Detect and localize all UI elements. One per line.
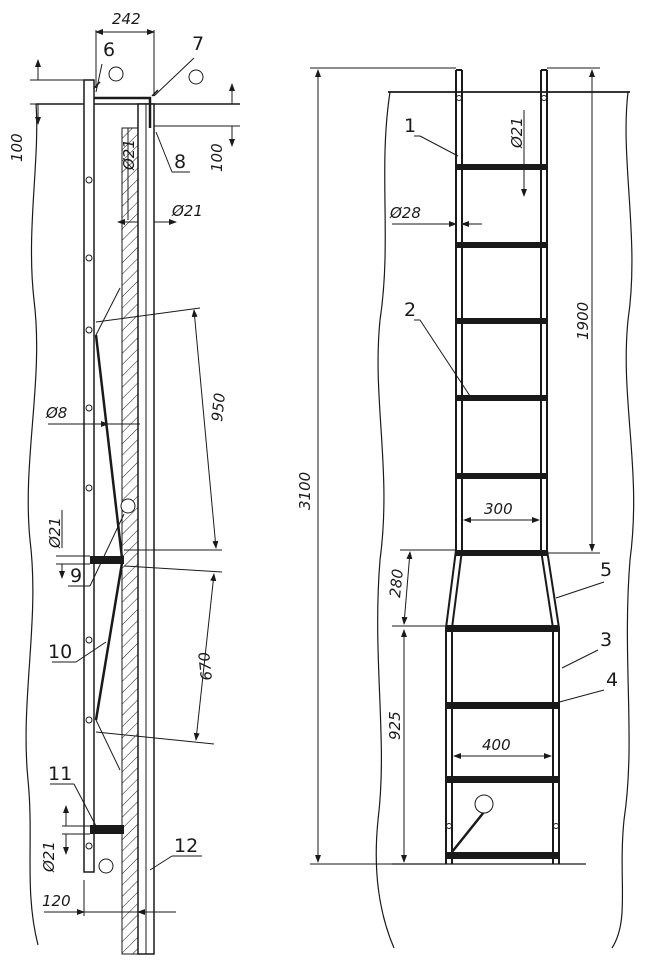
upper-brace bbox=[94, 334, 124, 559]
left-rail bbox=[445, 70, 463, 864]
dim-dia-21-rung: Ø21 bbox=[46, 517, 64, 549]
middle-rung bbox=[90, 556, 124, 564]
detail-circle-bottom bbox=[474, 794, 494, 814]
dim-100-left: 100 bbox=[8, 133, 26, 162]
rivets bbox=[85, 176, 93, 850]
dim-280: 280 bbox=[386, 568, 407, 598]
dim-925: 925 bbox=[386, 711, 404, 740]
side-view: 242 100 100 Ø21 Ø21 Ø8 Ø21 950 bbox=[8, 10, 240, 955]
dim-242: 242 bbox=[112, 10, 141, 28]
detail-circle-11 bbox=[98, 858, 114, 874]
callout-5: 5 bbox=[600, 559, 612, 581]
dim-3100: 3100 bbox=[296, 472, 314, 510]
dim-400: 400 bbox=[482, 736, 511, 754]
rail-dots bbox=[446, 95, 559, 829]
dim-dia-21-front: Ø21 bbox=[508, 117, 526, 149]
detail-circle-6 bbox=[108, 66, 124, 82]
callout-1: 1 bbox=[404, 115, 416, 137]
dim-dia-21-top: Ø21 bbox=[120, 139, 138, 171]
shaft-left-wall bbox=[375, 91, 395, 949]
lower-rungs bbox=[446, 625, 559, 859]
callout-2: 2 bbox=[404, 299, 416, 321]
dim-dia-8: Ø8 bbox=[45, 404, 67, 422]
upper-rungs bbox=[456, 164, 547, 556]
bottom-diagonal bbox=[451, 811, 485, 853]
callout-3: 3 bbox=[600, 629, 612, 651]
dim-300: 300 bbox=[484, 500, 513, 518]
dim-100-right: 100 bbox=[208, 143, 226, 172]
hatched-section bbox=[121, 127, 139, 955]
top-bracket bbox=[94, 96, 152, 128]
dim-dia-21-bottom: Ø21 bbox=[40, 841, 58, 873]
dim-dia-28: Ø28 bbox=[389, 204, 421, 222]
callout-4: 4 bbox=[606, 669, 618, 691]
dim-dia-21-mid: Ø21 bbox=[171, 202, 203, 220]
callout-12: 12 bbox=[174, 835, 198, 857]
lower-brace bbox=[94, 562, 124, 721]
shaft-right-wall bbox=[611, 91, 635, 949]
detail-circle-7 bbox=[188, 69, 204, 85]
callout-8: 8 bbox=[174, 151, 186, 173]
side-wall-outline bbox=[25, 103, 39, 946]
right-rail bbox=[540, 70, 560, 864]
dim-670: 670 bbox=[195, 651, 216, 681]
dim-950: 950 bbox=[208, 392, 229, 422]
callout-9: 9 bbox=[70, 565, 82, 587]
lower-brace-leader bbox=[95, 719, 121, 771]
thin-rod bbox=[83, 79, 95, 873]
callout-10: 10 bbox=[48, 641, 72, 663]
upper-brace-leader bbox=[95, 287, 121, 336]
top-hook bbox=[93, 81, 159, 97]
dim-120: 120 bbox=[42, 892, 71, 910]
detail-circle-9 bbox=[120, 498, 136, 514]
dim-1900: 1900 bbox=[574, 302, 592, 340]
bottom-rung bbox=[90, 825, 124, 834]
callout-7: 7 bbox=[192, 33, 204, 55]
callout-11: 11 bbox=[48, 763, 72, 785]
callout-6: 6 bbox=[103, 39, 115, 61]
front-view: 3100 1900 Ø21 Ø28 300 280 925 400 1 bbox=[296, 67, 635, 949]
